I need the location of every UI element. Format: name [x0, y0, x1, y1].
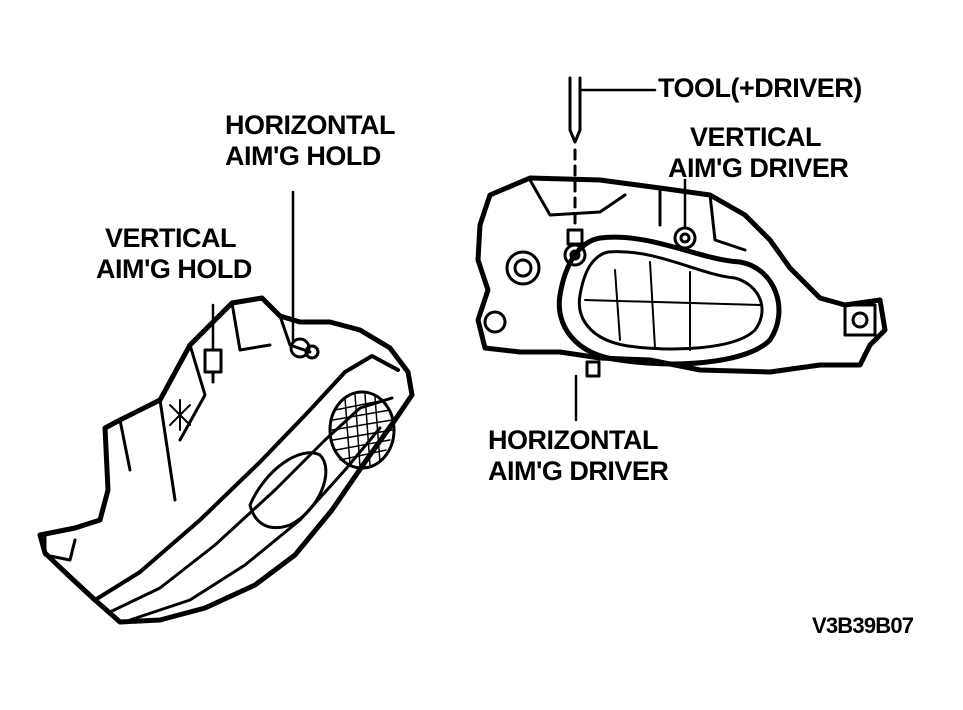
left-lens-inner-edge	[108, 396, 394, 614]
left-lens-lower	[128, 426, 382, 622]
horizontal-aim-hold-label: HORIZONTAL AIM'G HOLD	[225, 110, 395, 172]
horizontal-aim-driver-line2: AIM'G DRIVER	[488, 456, 669, 486]
right-reflector-bowl	[556, 234, 782, 367]
vertical-aim-driver-line1: VERTICAL	[690, 122, 822, 152]
figure-code: V3B39B07	[812, 613, 914, 638]
horizontal-aim-hold-screw	[289, 337, 320, 360]
horizontal-aim-hold-line2: AIM'G HOLD	[225, 141, 381, 171]
left-bulb-bulge	[248, 451, 328, 530]
left-starburst-detail	[169, 399, 191, 431]
horizontal-aim-driver-label: HORIZONTAL AIM'G DRIVER	[488, 425, 669, 487]
right-reflector-inner	[577, 250, 764, 351]
vertical-aim-hold-line2: AIM'G HOLD	[96, 254, 252, 284]
left-body-detail	[118, 301, 312, 502]
vertical-aim-driver-label: VERTICAL AIM'G DRIVER	[668, 122, 849, 184]
left-mounting-tab	[43, 533, 77, 562]
vertical-aim-driver-gear	[673, 226, 697, 250]
vertical-aim-hold-label: VERTICAL AIM'G HOLD	[96, 223, 252, 285]
horizontal-aim-driver-line1: HORIZONTAL	[488, 425, 658, 455]
vertical-aim-hold-line1: VERTICAL	[105, 223, 236, 253]
left-lens-edge	[93, 354, 400, 602]
right-bulb-socket	[505, 250, 541, 286]
horizontal-aim-driver-lower	[585, 360, 601, 378]
tool-driver	[568, 76, 582, 232]
left-housing-outline	[37, 295, 415, 625]
left-mesh-reflector	[328, 390, 396, 470]
horizontal-aim-hold-line1: HORIZONTAL	[225, 110, 395, 140]
right-mounting-bracket	[843, 303, 877, 337]
vertical-aim-driver-line2: AIM'G DRIVER	[668, 153, 849, 183]
right-housing-outline	[475, 175, 888, 375]
horizontal-aim-driver-screw	[563, 228, 587, 267]
right-left-lug	[483, 310, 507, 334]
right-headlamp-assembly	[475, 76, 888, 422]
left-headlamp-assembly	[37, 190, 415, 625]
right-reflector-ribs	[584, 261, 761, 351]
tool-label: TOOL(+DRIVER)	[658, 73, 862, 103]
vertical-aim-hold-screw	[203, 348, 223, 384]
